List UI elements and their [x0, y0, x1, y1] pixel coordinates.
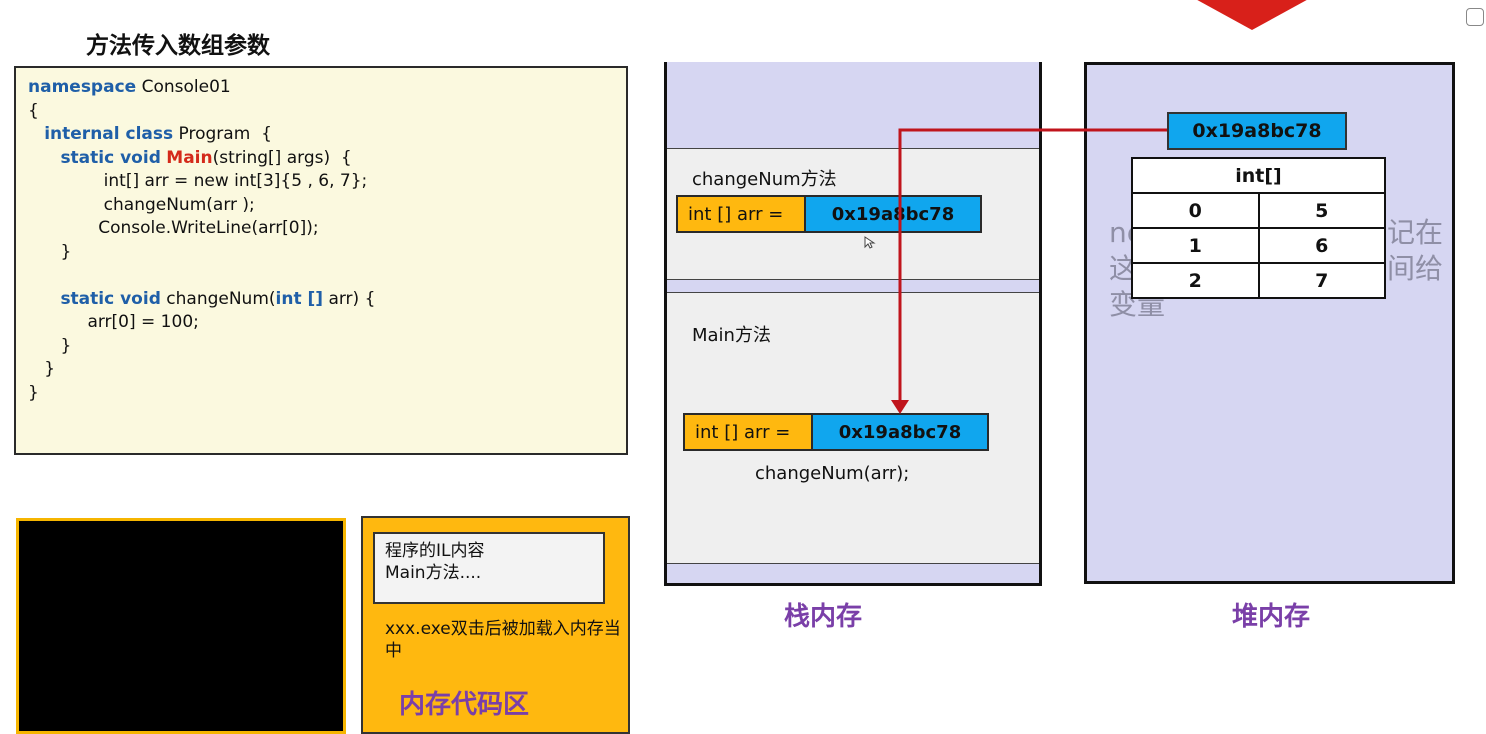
table-row: 2 7	[1131, 262, 1386, 299]
arrow-head	[891, 400, 909, 414]
arrow-line	[898, 128, 1167, 404]
cursor-icon	[864, 236, 876, 249]
array-index: 1	[1131, 227, 1260, 264]
array-value: 7	[1257, 262, 1386, 299]
stack-frame-main: Main方法 int [] arr = 0x19a8bc78 changeNum…	[667, 292, 1039, 564]
code-text: changeNum(arr );	[103, 194, 255, 215]
array-type-header: int[]	[1131, 157, 1386, 194]
memory-code-area: 程序的IL内容 Main方法.... xxx.exe双击后被加载入内存当中 内存…	[361, 516, 630, 734]
il-line: 程序的IL内容	[385, 541, 485, 561]
frame-title: changeNum方法	[692, 169, 837, 190]
code-text: changeNum(	[160, 288, 276, 309]
console-window	[16, 518, 346, 734]
code-text: }	[60, 335, 72, 356]
page-title: 方法传入数组参数	[86, 33, 270, 59]
code-panel: namespace Console01 { internal class Pro…	[14, 66, 628, 455]
code-text: arr[0] = 100;	[87, 312, 199, 332]
heap-address: 0x19a8bc78	[1167, 112, 1347, 150]
code-area-label: 内存代码区	[399, 690, 530, 720]
call-statement: changeNum(arr);	[755, 463, 910, 484]
code-text: }	[44, 359, 56, 379]
code-main-function: Main	[166, 147, 213, 168]
code-keyword: internal class	[44, 124, 174, 144]
table-row: 1 6	[1131, 227, 1386, 264]
code-text: {	[28, 100, 39, 121]
faint-text: 记在 间给	[1387, 215, 1443, 287]
code-text: arr) {	[323, 288, 376, 309]
faint-text-line: 记在	[1387, 216, 1444, 249]
code-text: (string[] args) {	[212, 147, 352, 168]
array-value: 5	[1257, 192, 1386, 229]
il-line: Main方法....	[385, 563, 482, 583]
array-index: 2	[1131, 262, 1260, 299]
code-text: Program {	[173, 124, 272, 144]
reference-address: 0x19a8bc78	[806, 197, 980, 231]
array-index: 0	[1131, 192, 1260, 229]
code-text: Console01	[136, 77, 231, 97]
stack-variable-arr: int [] arr = 0x19a8bc78	[676, 195, 982, 233]
code-listing: namespace Console01 { internal class Pro…	[28, 76, 375, 405]
code-keyword: namespace	[28, 77, 137, 97]
frame-title: Main方法	[692, 325, 771, 346]
variable-label: int [] arr =	[678, 197, 806, 231]
code-keyword: static void	[60, 147, 161, 168]
reference-address: 0x19a8bc78	[813, 415, 987, 449]
variable-label: int [] arr =	[685, 415, 813, 449]
code-text: int[] arr = new int[3]{5 , 6, 7};	[103, 171, 368, 191]
heap-array-table: int[] 0 5 1 6 2 7	[1131, 157, 1386, 299]
code-text: Console.WriteLine(arr[0]);	[98, 218, 319, 238]
stack-caption: 栈内存	[784, 602, 863, 632]
heap-caption: 堆内存	[1232, 602, 1311, 632]
stack-frame-changenum: changeNum方法 int [] arr = 0x19a8bc78	[667, 148, 1039, 280]
table-row: 0 5	[1131, 192, 1386, 229]
code-area-description: xxx.exe双击后被加载入内存当中	[385, 619, 621, 661]
code-text: }	[60, 241, 72, 262]
faint-text-line: 间给	[1387, 252, 1444, 285]
copy-icon[interactable]	[1466, 8, 1484, 26]
il-content-box: 程序的IL内容 Main方法....	[373, 532, 605, 604]
array-value: 6	[1257, 227, 1386, 264]
stack-variable-arr: int [] arr = 0x19a8bc78	[683, 413, 989, 451]
code-keyword: int []	[275, 288, 324, 309]
code-text: }	[28, 382, 39, 403]
code-keyword: static void	[60, 288, 161, 309]
logo-triangle-icon	[1190, 0, 1314, 30]
